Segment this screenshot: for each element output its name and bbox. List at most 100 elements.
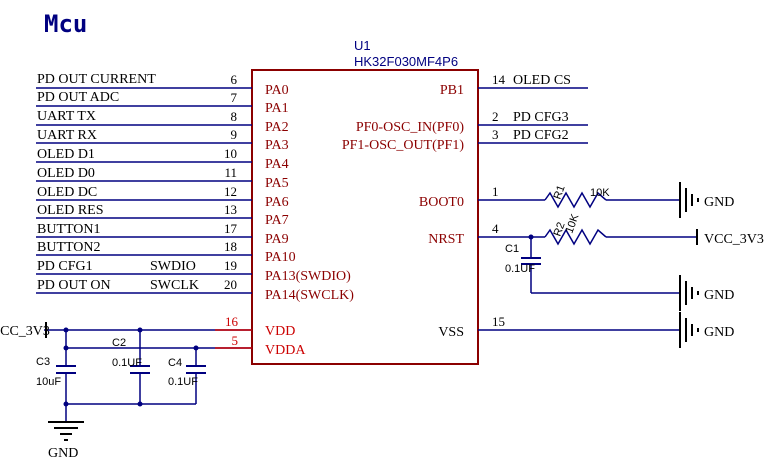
gnd-symbol-boot0: GND — [679, 182, 734, 218]
net-label: PD OUT ON — [37, 278, 111, 293]
left-pins: PD OUT CURRENT 6 PA0 PD OUT ADC 7 PA1 UA… — [36, 72, 354, 303]
pin-number: 7 — [231, 90, 238, 105]
net-label: UART TX — [37, 109, 96, 124]
pin-name: PA5 — [265, 176, 289, 191]
alt-label: SWCLK — [150, 278, 199, 293]
left-pin-8: BUTTON1 17 PA9 — [36, 221, 289, 247]
pin-name: PA6 — [265, 195, 289, 210]
c1-value: 0.1UF — [505, 263, 535, 275]
left-pin-6: OLED DC 12 PA6 — [36, 184, 289, 210]
gnd-symbol-vss: GND — [679, 312, 734, 348]
c3-value: 10uF — [36, 376, 61, 388]
right-pin-0: PB1 14 OLED CS — [440, 72, 588, 98]
c2-value: 0.1UF — [112, 357, 142, 369]
right-pin-nrst: NRST 4 R2 10K C1 0.1UF VCC_3V3 — [428, 212, 764, 294]
pin-name: BOOT0 — [419, 195, 464, 210]
r1-value: 10K — [590, 187, 610, 199]
pin-number: 3 — [492, 127, 499, 142]
left-pin-1: PD OUT ADC 7 PA1 — [36, 90, 289, 116]
net-label: PD CFG2 — [513, 128, 569, 143]
pin-name: PA13(SWDIO) — [265, 269, 351, 284]
vcc-right-label: VCC_3V3 — [704, 232, 764, 247]
net-label: OLED D1 — [37, 147, 95, 162]
pin-number: 15 — [492, 314, 505, 329]
net-label: BUTTON1 — [37, 222, 101, 237]
net-label: BUTTON2 — [37, 240, 101, 255]
c2-ref: C2 — [112, 337, 126, 349]
right-pin-1: PF0-OSC_IN(PF0) 2 PD CFG3 — [356, 109, 588, 135]
vdda-pin-number: 5 — [232, 333, 239, 348]
pin-name: PA2 — [265, 120, 289, 135]
chip-ref: U1 — [354, 38, 371, 53]
right-pin-2: PF1-OSC_OUT(PF1) 3 PD CFG2 — [342, 127, 588, 153]
r2-value: 10K — [564, 212, 582, 235]
pin-number: 10 — [224, 146, 237, 161]
pin-name: PA10 — [265, 250, 296, 265]
gnd-symbol-left: GND — [48, 421, 84, 461]
pin-number: 4 — [492, 221, 499, 236]
pin-number: 12 — [224, 184, 237, 199]
pin-name: PF1-OSC_OUT(PF1) — [342, 138, 464, 153]
sheet-title: Mcu — [44, 10, 87, 38]
net-label: UART RX — [37, 128, 97, 143]
vdd-pin-name: VDD — [265, 324, 295, 339]
pin-number: 14 — [492, 72, 506, 87]
chip-part: HK32F030MF4P6 — [354, 54, 458, 69]
net-label: PD CFG1 — [37, 259, 93, 274]
r1-ref: R1 — [552, 184, 568, 201]
pin-name: PA14(SWCLK) — [265, 288, 354, 303]
c4-value: 0.1UF — [168, 376, 198, 388]
gnd-label: GND — [704, 325, 734, 340]
left-pin-2: UART TX 8 PA2 — [36, 109, 289, 135]
pin-name: PA9 — [265, 232, 289, 247]
vcc-left-label: VCC_3V3 — [0, 324, 50, 339]
net-label: OLED DC — [37, 185, 97, 200]
left-pin-3: UART RX 9 PA3 — [36, 127, 289, 153]
net-label: PD OUT ADC — [37, 90, 119, 105]
pin-name: VSS — [438, 325, 464, 340]
pin-number: 2 — [492, 109, 499, 124]
pin-name: PA1 — [265, 101, 289, 116]
pin-number: 1 — [492, 184, 499, 199]
gnd-label: GND — [704, 195, 734, 210]
left-pin-10: PD CFG1 SWDIO 19 PA13(SWDIO) — [36, 258, 351, 284]
gnd-label: GND — [704, 288, 734, 303]
r1-resistor — [544, 191, 607, 209]
gnd-label: GND — [48, 446, 78, 461]
pin-name: PB1 — [440, 83, 464, 98]
c1-ref: C1 — [505, 243, 519, 255]
net-label: OLED RES — [37, 203, 104, 218]
pin-name: NRST — [428, 232, 464, 247]
pin-number: 17 — [224, 221, 238, 236]
net-label: OLED D0 — [37, 166, 95, 181]
left-pin-11: PD OUT ON SWCLK 20 PA14(SWCLK) — [36, 277, 354, 303]
alt-label: SWDIO — [150, 259, 196, 274]
pin-number: 18 — [224, 239, 237, 254]
chip-body — [251, 69, 479, 365]
pin-number: 9 — [231, 127, 238, 142]
left-pin-7: OLED RES 13 PA7 — [36, 202, 289, 228]
left-pin-4: OLED D1 10 PA4 — [36, 146, 289, 172]
pin-number: 19 — [224, 258, 237, 273]
pin-name: PA4 — [265, 157, 289, 172]
pin-number: 13 — [224, 202, 237, 217]
r2-ref: R2 — [552, 221, 568, 238]
pin-name: PF0-OSC_IN(PF0) — [356, 120, 464, 135]
pin-name: PA3 — [265, 138, 289, 153]
left-pin-9: BUTTON2 18 PA10 — [36, 239, 296, 265]
pin-number: 20 — [224, 277, 237, 292]
vdda-pin-name: VDDA — [265, 343, 306, 358]
net-label: OLED CS — [513, 73, 571, 88]
c3-ref: C3 — [36, 356, 50, 368]
c4-ref: C4 — [168, 357, 182, 369]
pin-number: 11 — [224, 165, 237, 180]
pin-number: 8 — [231, 109, 238, 124]
vdd-pin-number: 16 — [225, 314, 239, 329]
pin-number: 6 — [231, 72, 238, 87]
net-label: PD CFG3 — [513, 110, 569, 125]
right-pin-boot0: BOOT0 1 R1 10K — [419, 184, 680, 210]
pin-name: PA7 — [265, 213, 289, 228]
left-pin-0: PD OUT CURRENT 6 PA0 — [36, 72, 289, 98]
power-pins: 16 5 VDD VDDA — [44, 314, 306, 358]
